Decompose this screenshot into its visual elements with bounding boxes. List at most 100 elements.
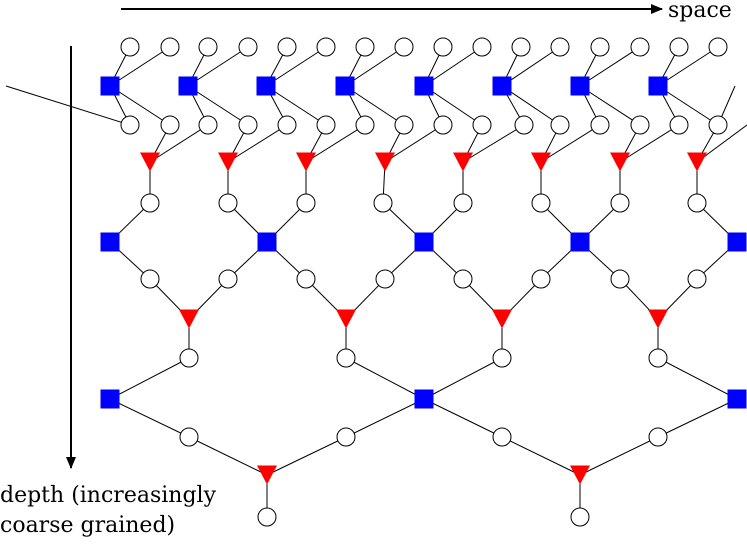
network-edge <box>696 124 747 163</box>
network-edge <box>657 85 719 126</box>
network-edge <box>540 124 601 163</box>
network-edge <box>5 85 131 126</box>
site-node <box>648 427 668 447</box>
disentangler-square <box>727 232 747 252</box>
site-node <box>394 37 414 57</box>
network-edge <box>109 398 190 438</box>
site-node <box>277 37 297 57</box>
disentangler-square <box>414 76 434 96</box>
isometry-triangle <box>140 152 160 172</box>
disentangler-square <box>727 389 747 409</box>
isometry-triangle <box>531 152 551 172</box>
network-edge <box>344 85 405 126</box>
site-node <box>630 37 650 57</box>
network-edge <box>109 85 171 126</box>
disentangler-square <box>178 76 198 96</box>
disentangler-square <box>570 76 590 96</box>
network-edge <box>423 357 503 400</box>
site-node <box>140 269 160 289</box>
depth-axis-label: depth (increasingly coarse grained) <box>0 481 216 541</box>
site-node <box>355 37 375 57</box>
isometry-triangle <box>179 309 199 329</box>
site-node <box>492 348 512 368</box>
network-edge <box>579 46 641 87</box>
site-node <box>120 37 140 57</box>
isometry-triangle <box>453 152 473 172</box>
site-node <box>120 115 140 135</box>
site-node <box>492 427 512 447</box>
site-node <box>316 37 336 57</box>
network-edge <box>423 398 503 438</box>
site-node <box>296 193 316 213</box>
isometry-triangle <box>296 152 316 172</box>
isometry-triangle <box>570 465 590 485</box>
network-edge <box>109 357 190 400</box>
site-node <box>550 37 570 57</box>
site-node <box>590 115 610 135</box>
site-node <box>296 269 316 289</box>
site-node <box>570 507 590 527</box>
network-edge <box>579 85 641 126</box>
depth-axis-label-line2: coarse grained) <box>0 513 176 538</box>
site-node <box>257 507 277 527</box>
disentangler-square <box>100 389 120 409</box>
isometry-triangle <box>648 309 668 329</box>
site-node <box>669 37 689 57</box>
isometry-triangle <box>257 465 277 485</box>
space-axis-label: space <box>668 0 732 23</box>
site-node <box>336 348 356 368</box>
network-edge <box>188 436 268 476</box>
site-node <box>669 115 689 135</box>
site-node <box>708 37 728 57</box>
site-node <box>453 193 473 213</box>
site-node <box>198 37 218 57</box>
isometry-triangle <box>336 309 356 329</box>
isometry-triangle <box>492 309 512 329</box>
disentangler-square <box>414 232 434 252</box>
network-edge <box>227 124 288 163</box>
network-edge <box>266 436 347 476</box>
site-node <box>394 115 414 135</box>
network-edge <box>344 46 405 87</box>
site-node <box>277 115 297 135</box>
network-edge <box>657 398 738 438</box>
network-edge <box>462 124 525 163</box>
network-edge <box>657 46 719 87</box>
site-node <box>160 115 180 135</box>
site-node <box>336 427 356 447</box>
site-node <box>140 193 160 213</box>
network-edge <box>265 85 327 126</box>
site-node <box>433 37 453 57</box>
disentangler-square <box>570 232 590 252</box>
site-node <box>238 115 258 135</box>
site-node <box>531 193 551 213</box>
site-node <box>550 115 570 135</box>
site-node <box>590 37 610 57</box>
site-node <box>511 37 531 57</box>
isometry-triangle <box>687 152 707 172</box>
disentangler-square <box>414 389 434 409</box>
disentangler-square <box>100 232 120 252</box>
site-node <box>179 348 199 368</box>
site-node <box>687 269 707 289</box>
site-node <box>355 115 375 135</box>
site-node <box>687 193 707 213</box>
network-edge <box>187 46 249 87</box>
site-node <box>630 115 650 135</box>
depth-axis-label-line1: depth (increasingly <box>0 483 216 508</box>
site-node <box>373 193 393 213</box>
site-node <box>179 427 199 447</box>
site-node <box>453 269 473 289</box>
site-node <box>375 269 395 289</box>
network-edge <box>501 85 561 126</box>
site-node <box>433 115 453 135</box>
site-node <box>218 193 238 213</box>
site-node <box>160 37 180 57</box>
site-node <box>316 115 336 135</box>
isometry-triangle <box>610 152 630 172</box>
site-node <box>514 115 534 135</box>
site-node <box>198 115 218 135</box>
network-edge <box>109 46 171 87</box>
site-node <box>218 269 238 289</box>
